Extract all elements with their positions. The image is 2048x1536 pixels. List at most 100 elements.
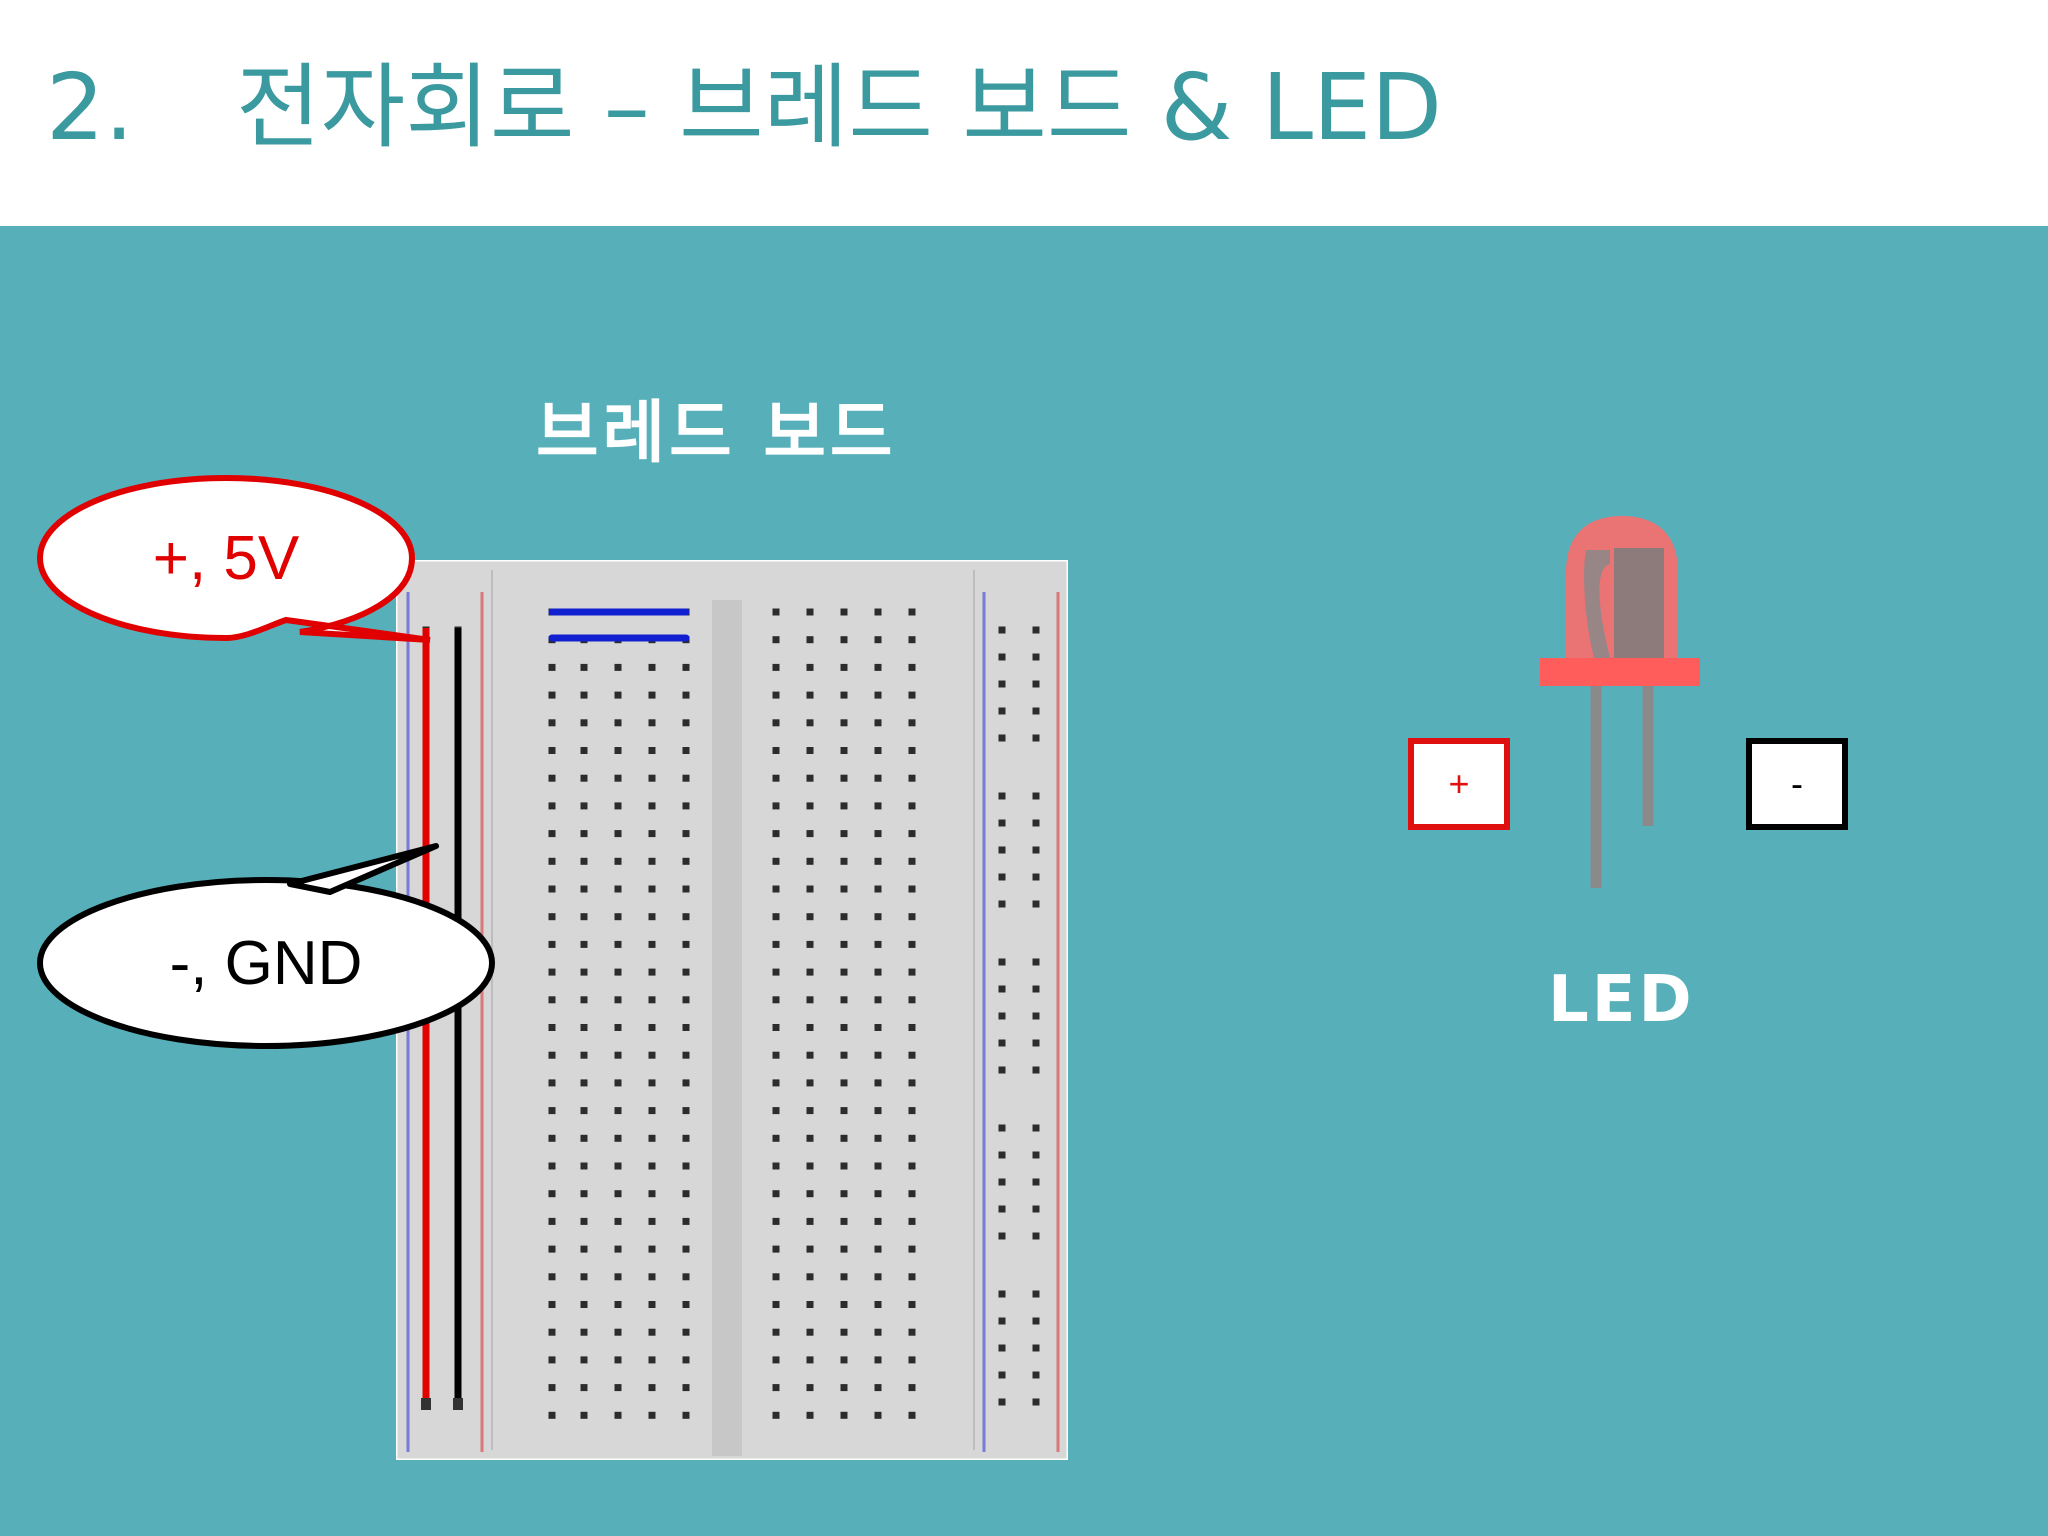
breadboard-hole <box>772 608 780 616</box>
breadboard-hole <box>908 1134 916 1142</box>
breadboard-hole <box>840 1079 848 1087</box>
breadboard-hole <box>682 885 690 893</box>
breadboard-hole <box>840 1217 848 1225</box>
breadboard-hole <box>648 830 656 838</box>
breadboard-hole <box>998 1178 1006 1186</box>
breadboard-hole <box>614 663 622 671</box>
breadboard-hole <box>580 747 588 754</box>
breadboard-hole <box>998 900 1006 908</box>
breadboard-hole <box>806 691 814 699</box>
breadboard-hole <box>1032 1066 1040 1074</box>
breadboard-hole <box>772 885 780 893</box>
breadboard-hole <box>682 830 690 838</box>
breadboard-hole <box>614 1301 622 1308</box>
callout-gnd-bubble <box>36 876 496 1050</box>
breadboard-hole <box>580 1134 588 1142</box>
breadboard-hole <box>682 691 690 699</box>
breadboard-hole <box>648 968 656 976</box>
breadboard-hole <box>580 691 588 699</box>
breadboard-center-channel <box>712 600 742 1456</box>
breadboard-hole <box>806 857 814 865</box>
breadboard-hole <box>614 719 622 727</box>
breadboard-hole <box>772 940 780 948</box>
breadboard-hole <box>682 1273 690 1281</box>
breadboard-hole <box>998 626 1006 634</box>
breadboard-hole <box>840 636 848 644</box>
breadboard-hole <box>548 691 556 699</box>
breadboard-hole <box>874 663 882 671</box>
breadboard-hole <box>840 747 848 754</box>
breadboard-hole <box>840 774 848 782</box>
breadboard-hole <box>648 1217 656 1225</box>
breadboard-hole <box>682 1245 690 1253</box>
breadboard-hole <box>874 1384 882 1392</box>
breadboard-hole <box>580 1079 588 1087</box>
breadboard-hole <box>874 1411 882 1419</box>
breadboard-hole <box>874 608 882 616</box>
breadboard-hole <box>648 1245 656 1253</box>
breadboard-hole <box>772 1245 780 1253</box>
breadboard-hole <box>682 1411 690 1419</box>
breadboard-label: 브레드 보드 <box>536 394 897 473</box>
breadboard-hole <box>874 719 882 727</box>
breadboard-hole <box>1032 1151 1040 1159</box>
breadboard-hole <box>908 636 916 644</box>
breadboard-hole <box>580 830 588 838</box>
breadboard-hole <box>806 1107 814 1115</box>
breadboard-hole <box>548 913 556 921</box>
breadboard-hole <box>614 1051 622 1059</box>
breadboard-hole <box>548 719 556 727</box>
breadboard-hole <box>772 1107 780 1115</box>
breadboard-hole <box>908 1411 916 1419</box>
breadboard-hole <box>908 1356 916 1364</box>
breadboard-hole <box>648 940 656 948</box>
breadboard-hole <box>772 1356 780 1364</box>
breadboard-hole <box>648 1162 656 1170</box>
breadboard-hole <box>998 707 1006 715</box>
breadboard-hole <box>648 1107 656 1115</box>
breadboard-hole <box>998 1205 1006 1213</box>
breadboard-hole <box>998 958 1006 966</box>
breadboard-hole <box>548 1079 556 1087</box>
breadboard-hole <box>548 802 556 810</box>
breadboard-hole <box>772 968 780 976</box>
ground-wire-end <box>453 1398 463 1410</box>
breadboard-hole <box>548 1107 556 1115</box>
breadboard-hole <box>772 830 780 838</box>
breadboard-hole <box>998 1371 1006 1379</box>
breadboard-hole <box>908 663 916 671</box>
breadboard-hole <box>772 1051 780 1059</box>
breadboard-hole <box>580 1024 588 1031</box>
breadboard-hole <box>874 1217 882 1225</box>
breadboard-hole <box>998 985 1006 993</box>
breadboard-hole <box>874 1134 882 1142</box>
breadboard-hole <box>998 873 1006 881</box>
breadboard-hole <box>580 857 588 865</box>
led-cathode-minus-box: - <box>1746 738 1848 830</box>
breadboard-hole <box>908 857 916 865</box>
breadboard-hole <box>580 802 588 810</box>
breadboard-hole <box>908 747 916 754</box>
breadboard-hole <box>1032 1317 1040 1325</box>
breadboard-hole <box>840 802 848 810</box>
breadboard-hole <box>840 1107 848 1115</box>
breadboard-hole <box>840 830 848 838</box>
breadboard-hole <box>1032 958 1040 966</box>
breadboard-hole <box>806 1245 814 1253</box>
breadboard-hole <box>874 691 882 699</box>
breadboard-hole <box>1032 1290 1040 1298</box>
breadboard-hole <box>772 1328 780 1336</box>
breadboard-hole <box>648 1356 656 1364</box>
breadboard-hole <box>840 1245 848 1253</box>
breadboard-hole <box>548 1190 556 1198</box>
breadboard-hole <box>874 830 882 838</box>
breadboard-hole <box>874 885 882 893</box>
breadboard-hole <box>998 1012 1006 1020</box>
breadboard-hole <box>806 885 814 893</box>
breadboard-hole <box>682 1107 690 1115</box>
breadboard-hole <box>908 830 916 838</box>
breadboard-hole <box>682 1051 690 1059</box>
breadboard-hole <box>1032 819 1040 827</box>
breadboard-hole <box>648 885 656 893</box>
